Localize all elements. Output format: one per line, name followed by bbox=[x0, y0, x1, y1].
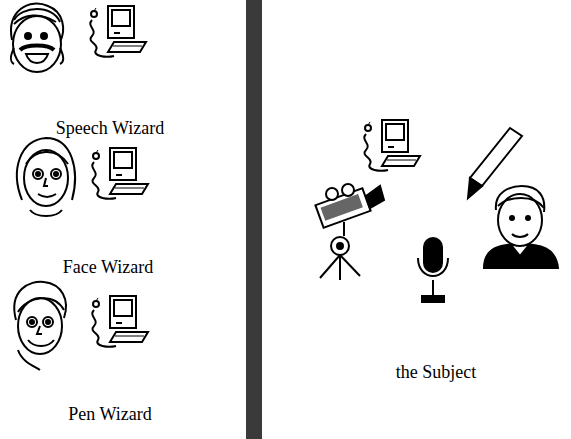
face-wizard-face bbox=[17, 138, 75, 216]
icon-label: Face Wizard bbox=[63, 257, 153, 277]
computer-icon bbox=[90, 6, 146, 57]
computer-icon bbox=[92, 148, 148, 199]
divider-bar bbox=[246, 0, 262, 439]
subject-person bbox=[484, 186, 558, 268]
icon-label: Pen Wizard bbox=[68, 404, 151, 424]
pen-wizard-face bbox=[14, 282, 66, 370]
speech-wizard-face bbox=[11, 4, 63, 72]
icon-label: Speech Wizard bbox=[56, 118, 164, 138]
video-camera bbox=[315, 184, 384, 280]
icon-label: the Subject bbox=[396, 362, 476, 382]
microphone bbox=[418, 238, 448, 302]
computer-icon bbox=[364, 120, 420, 171]
computer-icon bbox=[92, 296, 148, 347]
